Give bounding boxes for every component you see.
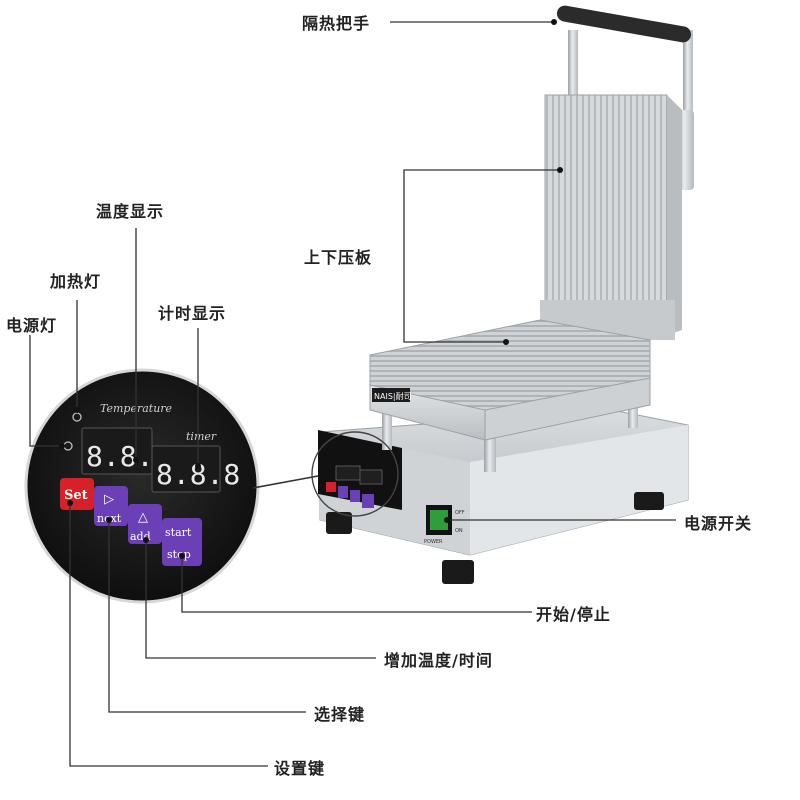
leader-dots xyxy=(59,19,563,559)
callout-power-light: 电源灯 xyxy=(6,316,58,335)
timer-display-window xyxy=(151,445,221,493)
callout-temp-display: 温度显示 xyxy=(96,202,165,221)
callout-increase: 增加温度/时间 xyxy=(384,651,493,670)
switch-off-label: ON xyxy=(455,528,463,534)
increase-arrow-icon: △ xyxy=(138,510,148,525)
base-housing: OFF ON POWER xyxy=(318,409,689,584)
select-arrow-icon: ▷ xyxy=(104,492,114,507)
callout-set: 设置键 xyxy=(274,759,326,778)
start-label: start xyxy=(165,526,192,539)
lower-plate: NAIS|耐司 xyxy=(369,319,651,472)
brand-label: NAIS|耐司 xyxy=(374,391,412,401)
set-button-label: Set xyxy=(64,488,88,503)
leader-lines xyxy=(29,21,676,767)
callout-start-stop: 开始/停止 xyxy=(536,605,611,624)
upper-plate xyxy=(540,94,682,340)
stop-label: stop xyxy=(167,548,191,561)
callout-timer-display: 计时显示 xyxy=(158,304,227,323)
start-stop-button[interactable]: start stop xyxy=(162,518,202,566)
switch-caption: POWER xyxy=(424,539,443,545)
panel-small-highlight xyxy=(311,431,399,517)
callout-plates: 上下压板 xyxy=(304,248,373,267)
callout-handle: 隔热把手 xyxy=(302,14,371,33)
select-button[interactable]: ▷ next xyxy=(94,486,128,526)
callout-heat-light: 加热灯 xyxy=(50,272,102,291)
increase-button[interactable]: △ add xyxy=(128,504,162,544)
switch-on-label: OFF xyxy=(455,510,465,516)
callout-select: 选择键 xyxy=(314,705,366,724)
callout-power-switch: 电源开关 xyxy=(684,514,753,533)
timer-caption: timer xyxy=(186,430,217,443)
set-button[interactable]: Set xyxy=(60,478,94,510)
